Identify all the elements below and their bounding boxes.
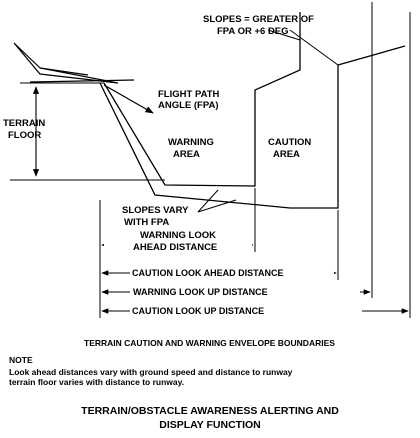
caution-look-ahead-label: CAUTION LOOK AHEAD DISTANCE	[132, 268, 284, 278]
dimension-extension-lines	[99, 2, 411, 318]
terrain-floor-lines	[10, 82, 165, 181]
aircraft-icon	[13, 42, 135, 84]
warning-area-label-line2: AREA	[173, 149, 200, 160]
terrain-floor-label-line2: FLOOR	[8, 130, 41, 141]
note-body: Look ahead distances vary with ground sp…	[9, 367, 293, 387]
fpa-label-line2: ANGLE (FPA)	[158, 100, 219, 111]
caution-area-label-line1: CAUTION	[268, 137, 311, 148]
caution-look-up-label: CAUTION LOOK UP DISTANCE	[132, 306, 264, 316]
warning-look-ahead-label-line1: WARNING LOOK	[140, 230, 216, 241]
warning-envelope	[103, 12, 301, 187]
caution-envelope	[99, 45, 406, 209]
slopes-vary-label-line2: WITH FPA	[124, 217, 169, 228]
slopes-label-line2: FPA OR +6 DEG	[217, 26, 289, 37]
slopes-vary-label-line1: SLOPES VARY	[122, 205, 189, 216]
figure-title-line1: TERRAIN/OBSTACLE AWARENESS ALERTING AND	[81, 405, 339, 417]
warning-area-label-line1: WARNING	[168, 137, 214, 148]
slopes-label-line1: SLOPES = GREATER OF	[203, 14, 314, 25]
fpa-label-line1: FLIGHT PATH	[158, 89, 220, 100]
terrain-floor-label-line1: TERRAIN	[3, 118, 45, 129]
warning-look-up-label: WARNING LOOK UP DISTANCE	[133, 287, 268, 297]
note-title: NOTE	[9, 355, 33, 365]
warning-look-ahead-label-line2: AHEAD DISTANCE	[133, 242, 217, 253]
caution-area-label-line2: AREA	[273, 149, 300, 160]
figure-title-line2: DISPLAY FUNCTION	[159, 419, 261, 431]
slopes-pointers	[197, 29, 339, 213]
diagram-caption: TERRAIN CAUTION AND WARNING ENVELOPE BOU…	[84, 338, 335, 348]
fpa-arrow	[103, 84, 154, 114]
